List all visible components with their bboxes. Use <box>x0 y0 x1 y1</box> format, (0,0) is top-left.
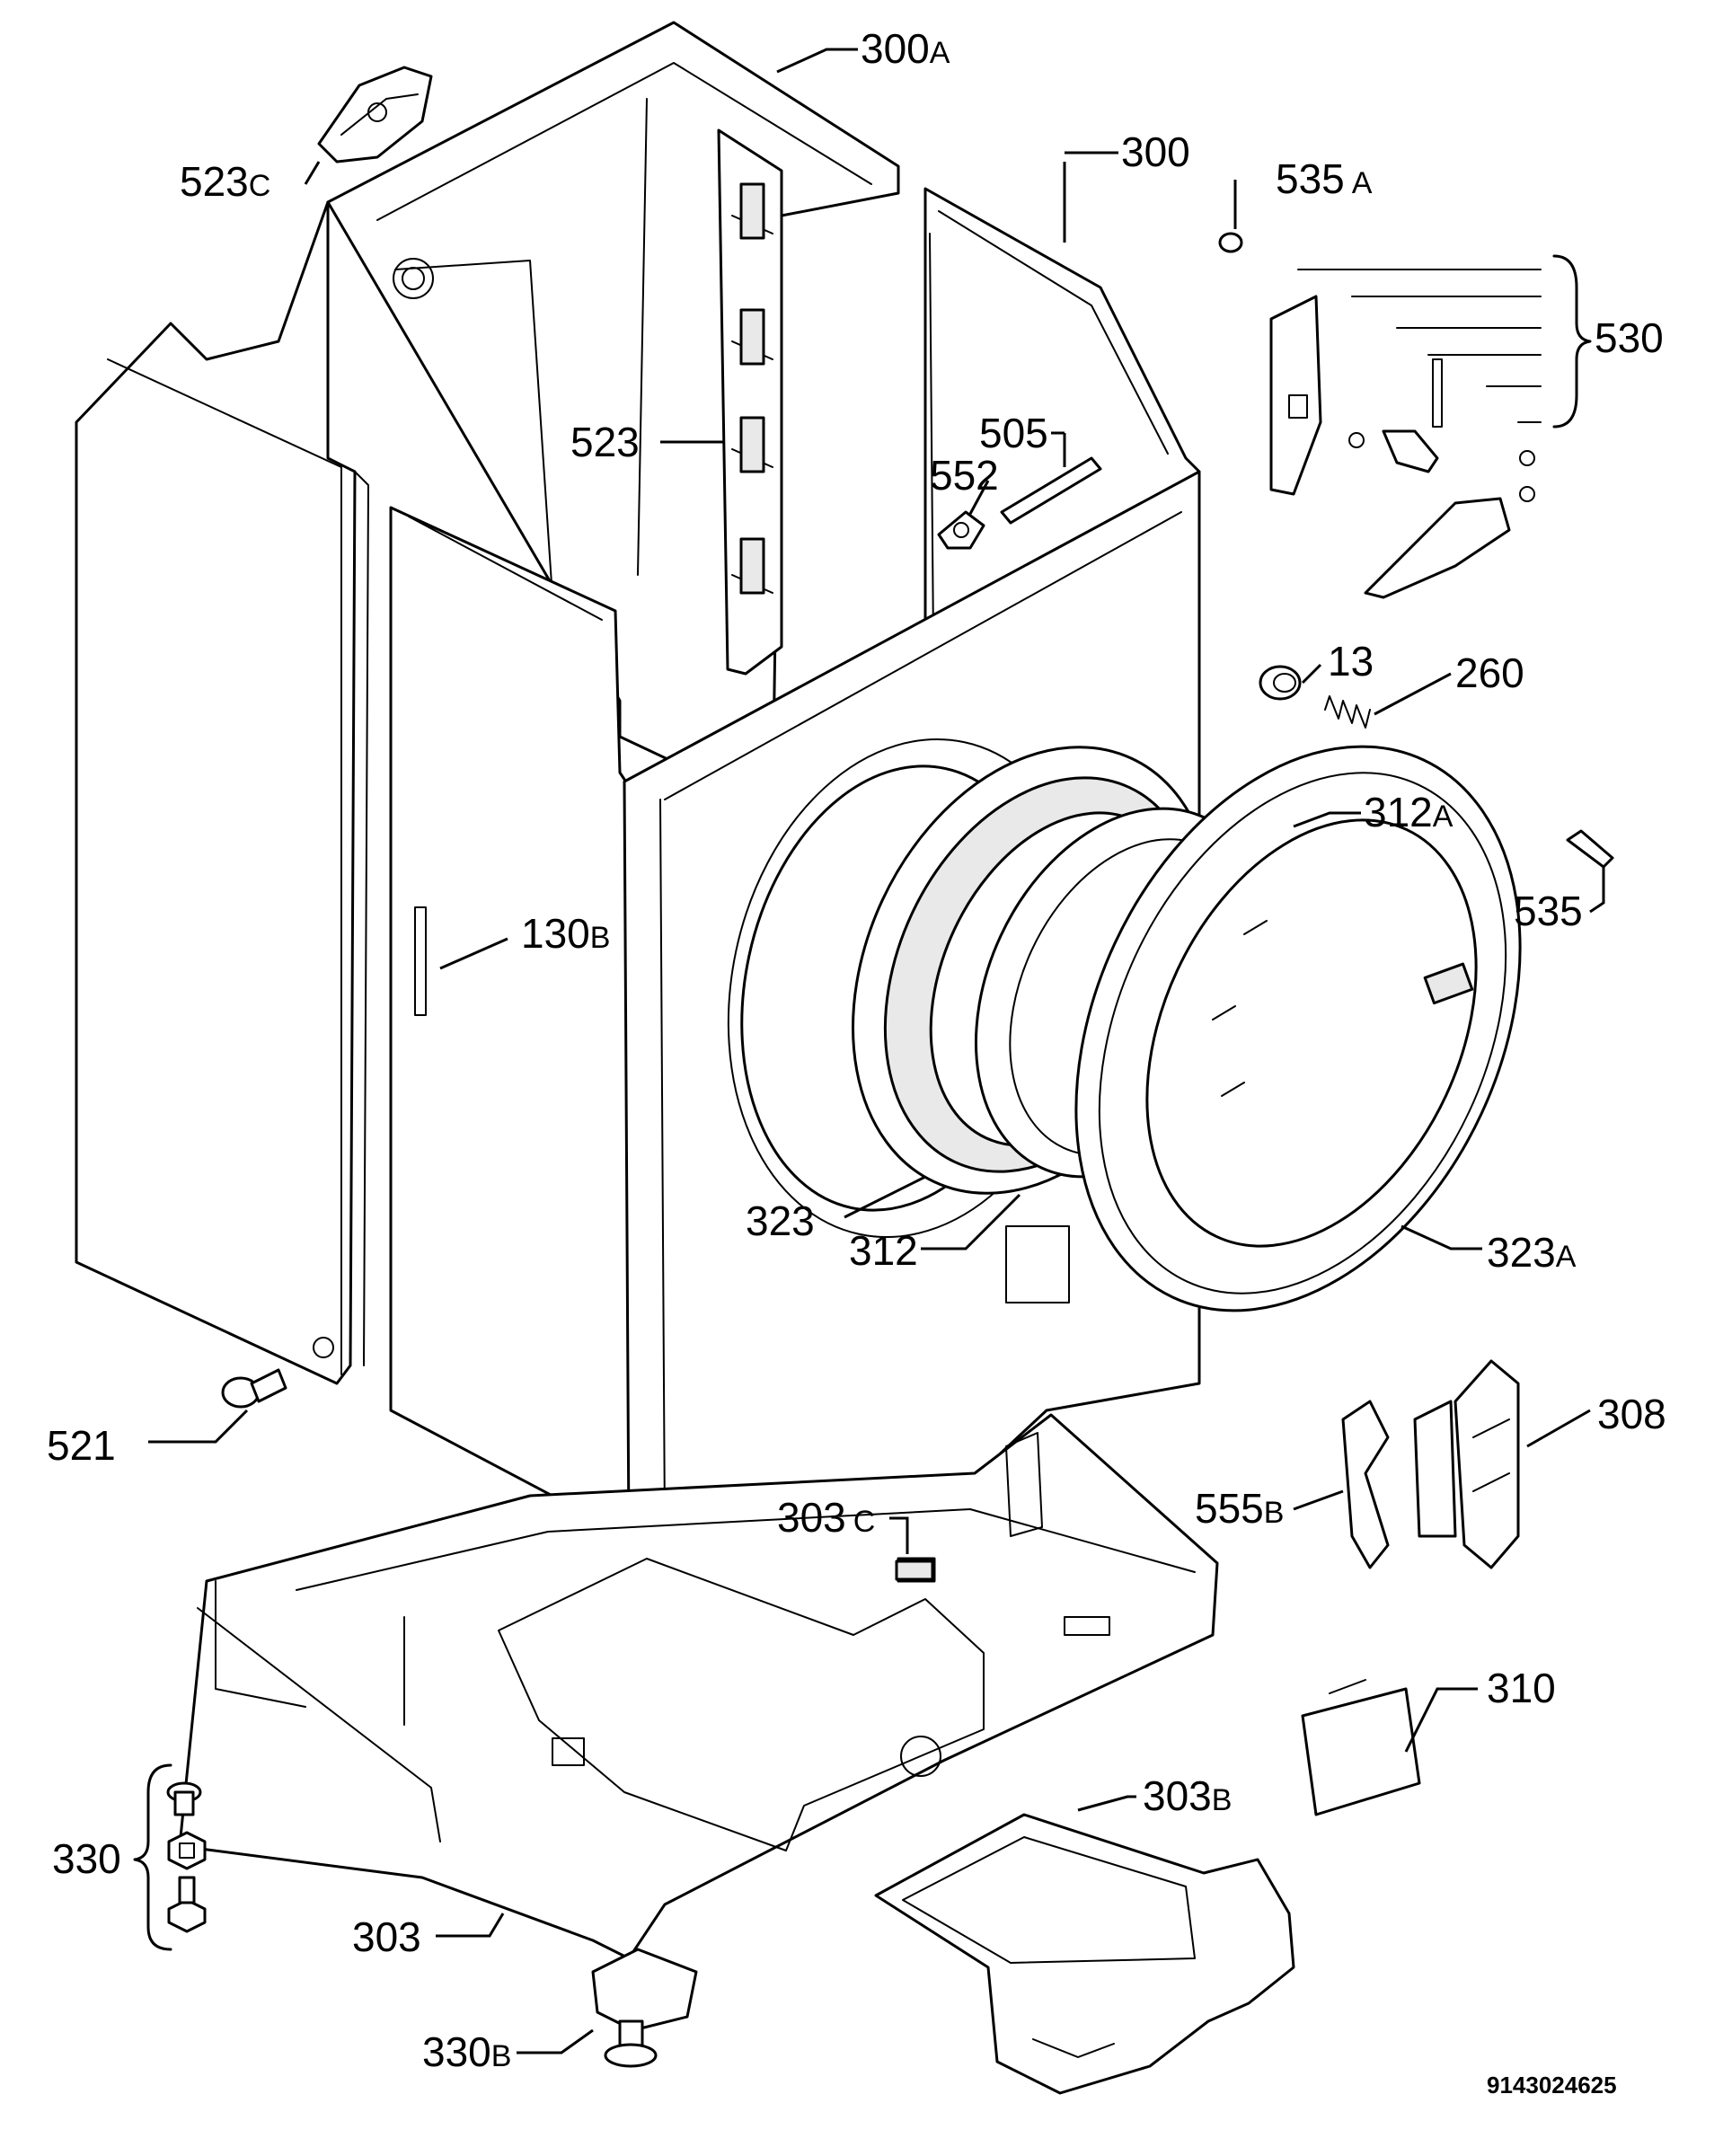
label-303: 303 <box>352 1913 421 1960</box>
bar-505-drawing <box>1000 456 1102 525</box>
label-505: 505 <box>979 410 1048 456</box>
label-555b: 555B <box>1195 1485 1284 1532</box>
clip-523c-drawing <box>317 66 433 163</box>
label-308: 308 <box>1597 1391 1666 1437</box>
plate-555b-drawing <box>1341 1400 1390 1569</box>
label-310: 310 <box>1487 1665 1556 1711</box>
pad-303c-drawing <box>895 1560 934 1581</box>
label-330: 330 <box>52 1835 121 1882</box>
knob-535a-drawing <box>1218 232 1243 253</box>
label-300a: 300A <box>861 25 950 72</box>
label-300: 300 <box>1121 128 1190 175</box>
label-530: 530 <box>1595 314 1664 361</box>
base-303-drawing <box>178 1413 1219 1960</box>
plate-303b-drawing <box>874 1813 1295 2095</box>
label-260: 260 <box>1455 649 1524 696</box>
handle-530-drawing <box>1269 295 1535 599</box>
latch-552-drawing <box>937 510 985 550</box>
label-130b: 130B <box>521 910 610 957</box>
spring-260-drawing <box>1324 695 1371 729</box>
document-number: 9143024625 <box>1487 2072 1617 2099</box>
label-323a: 323A <box>1487 1229 1577 1276</box>
pin-535-drawing <box>1566 829 1614 869</box>
label-312: 312 <box>849 1227 918 1274</box>
fasteners-330-drawing <box>166 1781 207 1933</box>
leader-lines <box>148 48 1605 2054</box>
foot-330b-drawing <box>591 1948 698 2068</box>
screw-521-drawing <box>221 1368 287 1409</box>
label-303b: 303B <box>1143 1772 1232 1819</box>
label-521: 521 <box>47 1422 116 1469</box>
label-13: 13 <box>1328 638 1374 685</box>
hinge-308-drawing <box>1413 1359 1520 1569</box>
door-ring-drawing <box>1074 745 1522 1312</box>
label-523: 523 <box>570 419 640 465</box>
label-312a: 312A <box>1364 789 1454 835</box>
rail-523-drawing <box>717 128 783 676</box>
label-552: 552 <box>930 452 999 499</box>
cap-13-drawing <box>1259 665 1302 701</box>
brace-530 <box>1297 254 1592 429</box>
label-323: 323 <box>746 1197 815 1244</box>
label-523c: 523C <box>180 158 270 205</box>
label-535: 535 <box>1514 888 1583 934</box>
brace-330 <box>133 1763 172 1951</box>
label-330b: 330B <box>422 2028 511 2075</box>
cover-310-drawing <box>1301 1679 1421 1816</box>
